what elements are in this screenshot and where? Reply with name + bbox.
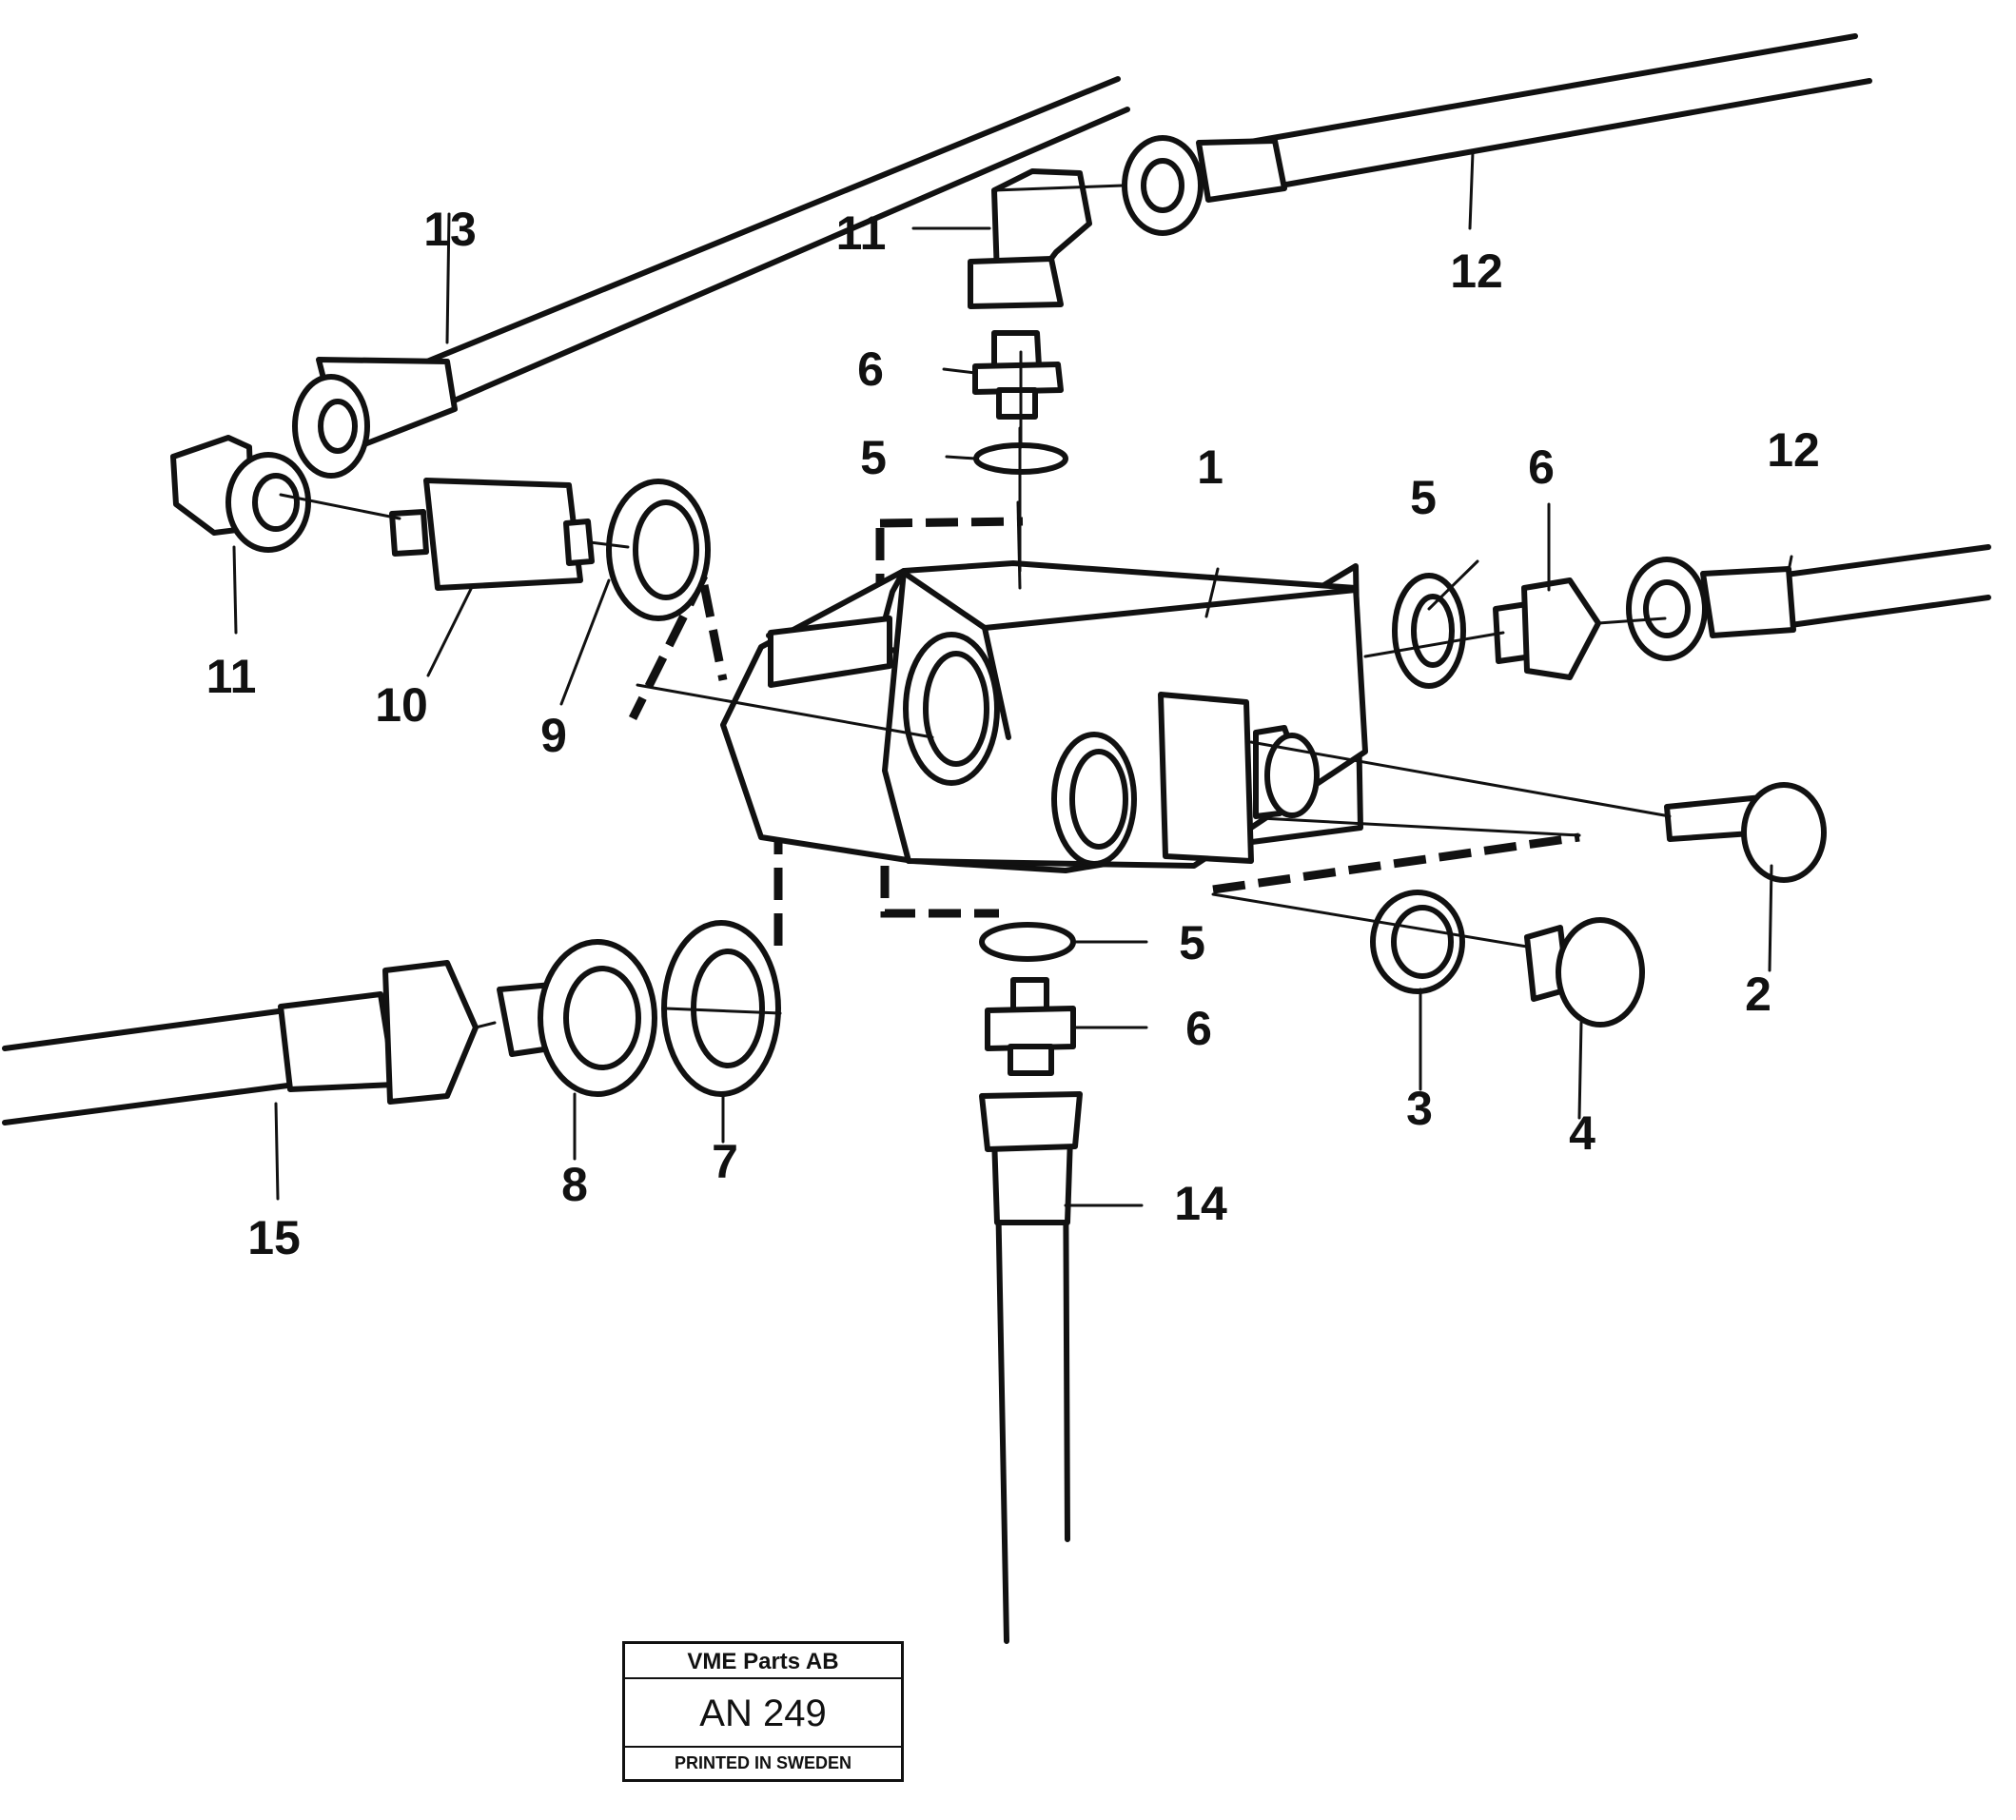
hose-12-right bbox=[1626, 544, 1991, 661]
label-6-right: 6 bbox=[1528, 440, 1555, 494]
label-2: 2 bbox=[1745, 968, 1771, 1021]
label-5-top: 5 bbox=[860, 431, 887, 484]
elbow-fitting-11-left bbox=[170, 435, 311, 553]
leader-lines bbox=[232, 150, 1793, 1207]
hose-12-upper bbox=[1122, 33, 1872, 236]
label-6-bottom: 6 bbox=[1185, 1002, 1212, 1055]
label-3: 3 bbox=[1406, 1082, 1433, 1135]
label-14: 14 bbox=[1174, 1177, 1227, 1230]
washer-3 bbox=[1370, 890, 1465, 994]
coupling-10 bbox=[389, 478, 595, 591]
callout-labels: 1 2 3 4 5 5 5 6 6 6 7 8 9 10 11 11 12 12… bbox=[206, 203, 1820, 1264]
label-1: 1 bbox=[1197, 440, 1223, 494]
stamp-code: AN 249 bbox=[625, 1679, 901, 1748]
label-5-right: 5 bbox=[1410, 471, 1437, 524]
label-11-left: 11 bbox=[206, 650, 257, 703]
hose-13 bbox=[292, 76, 1130, 479]
label-12-top: 12 bbox=[1450, 245, 1503, 298]
label-9: 9 bbox=[540, 709, 567, 762]
washer-9 bbox=[606, 479, 711, 621]
hose-15 bbox=[2, 960, 479, 1125]
label-4: 4 bbox=[1569, 1106, 1595, 1160]
plug-4 bbox=[1524, 917, 1645, 1027]
adapter-8 bbox=[497, 939, 657, 1097]
stamp-printed: PRINTED IN SWEDEN bbox=[674, 1753, 851, 1772]
label-11-top: 11 bbox=[836, 206, 887, 260]
label-10: 10 bbox=[375, 678, 428, 732]
bolt-2 bbox=[1664, 782, 1827, 883]
washer-5-bottom bbox=[979, 922, 1076, 962]
publisher-stamp: VME Parts AB AN 249 PRINTED IN SWEDEN bbox=[622, 1641, 904, 1782]
elbow-fitting-11-top bbox=[968, 168, 1092, 309]
stamp-company: VME Parts AB bbox=[625, 1644, 901, 1679]
label-7: 7 bbox=[712, 1135, 738, 1188]
label-6-top: 6 bbox=[857, 342, 884, 396]
washer-5-right bbox=[1392, 573, 1466, 689]
label-5-bottom: 5 bbox=[1179, 916, 1205, 969]
valve-block bbox=[720, 560, 1368, 873]
nipple-6-right bbox=[1493, 577, 1601, 680]
nipple-6-top bbox=[972, 330, 1064, 420]
nipple-6-bottom bbox=[985, 977, 1076, 1076]
label-8: 8 bbox=[561, 1158, 588, 1211]
hose-14 bbox=[979, 1091, 1083, 1644]
label-12-right: 12 bbox=[1767, 423, 1820, 477]
label-13: 13 bbox=[423, 203, 477, 256]
label-15: 15 bbox=[247, 1211, 301, 1264]
